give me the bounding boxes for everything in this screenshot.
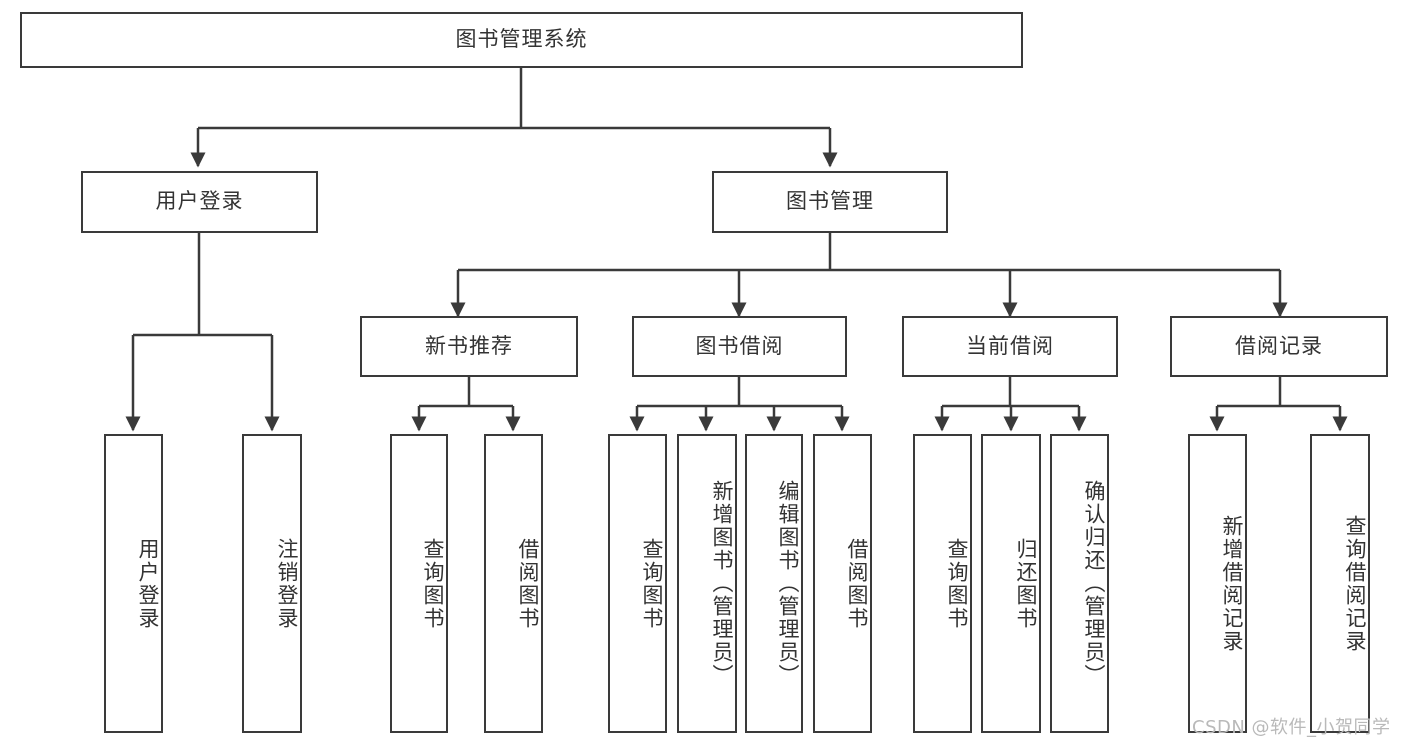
node-root[interactable]: 图书管理系统	[20, 12, 1023, 68]
leaf-query-borrow-record-label: 查询借阅记录	[1343, 514, 1367, 653]
leaf-current-query-book-label: 查询图书	[945, 537, 969, 630]
leaf-new-book-borrow[interactable]: 借阅图书	[484, 434, 543, 733]
leaf-return-book-label: 归还图书	[1014, 537, 1038, 630]
leaf-add-borrow-record-label: 新增借阅记录	[1220, 514, 1244, 653]
leaf-confirm-return-admin[interactable]: 确认归还（管理员）	[1050, 434, 1109, 733]
node-current-borrow[interactable]: 当前借阅	[902, 316, 1118, 377]
leaf-query-borrow-record[interactable]: 查询借阅记录	[1310, 434, 1370, 733]
leaf-edit-book-admin[interactable]: 编辑图书（管理员）	[745, 434, 803, 733]
leaf-new-book-borrow-label: 借阅图书	[516, 537, 540, 630]
leaf-logout[interactable]: 注销登录	[242, 434, 302, 733]
node-borrow-record-label: 借阅记录	[1235, 333, 1323, 358]
csdn-watermark: CSDN @软件_小贺同学	[1192, 717, 1391, 738]
node-borrow-record[interactable]: 借阅记录	[1170, 316, 1388, 377]
leaf-user-login[interactable]: 用户登录	[104, 434, 163, 733]
node-new-book-recommend[interactable]: 新书推荐	[360, 316, 578, 377]
leaf-borrow-query-book-label: 查询图书	[640, 537, 664, 630]
leaf-add-book-admin[interactable]: 新增图书（管理员）	[677, 434, 737, 733]
leaf-add-borrow-record[interactable]: 新增借阅记录	[1188, 434, 1247, 733]
node-book-borrow-label: 图书借阅	[695, 333, 784, 358]
node-book-borrow[interactable]: 图书借阅	[632, 316, 847, 377]
node-new-book-recommend-label: 新书推荐	[425, 333, 513, 358]
leaf-borrow-book[interactable]: 借阅图书	[813, 434, 872, 733]
node-book-management[interactable]: 图书管理	[712, 171, 948, 233]
node-current-borrow-label: 当前借阅	[966, 333, 1054, 358]
node-root-label: 图书管理系统	[455, 27, 588, 52]
node-user-login-label: 用户登录	[155, 189, 244, 214]
leaf-return-book[interactable]: 归还图书	[981, 434, 1041, 733]
node-book-management-label: 图书管理	[786, 189, 874, 214]
leaf-logout-label: 注销登录	[275, 537, 299, 630]
node-user-login[interactable]: 用户登录	[81, 171, 318, 233]
leaf-borrow-book-label: 借阅图书	[845, 537, 869, 630]
leaf-new-book-query-label: 查询图书	[421, 537, 445, 630]
leaf-user-login-label: 用户登录	[136, 537, 160, 630]
leaf-current-query-book[interactable]: 查询图书	[913, 434, 972, 733]
leaf-confirm-return-admin-label: 确认归还（管理员）	[1082, 480, 1106, 687]
leaf-borrow-query-book[interactable]: 查询图书	[608, 434, 667, 733]
leaf-add-book-admin-label: 新增图书（管理员）	[710, 480, 734, 687]
leaf-new-book-query[interactable]: 查询图书	[390, 434, 448, 733]
leaf-edit-book-admin-label: 编辑图书（管理员）	[776, 480, 800, 687]
